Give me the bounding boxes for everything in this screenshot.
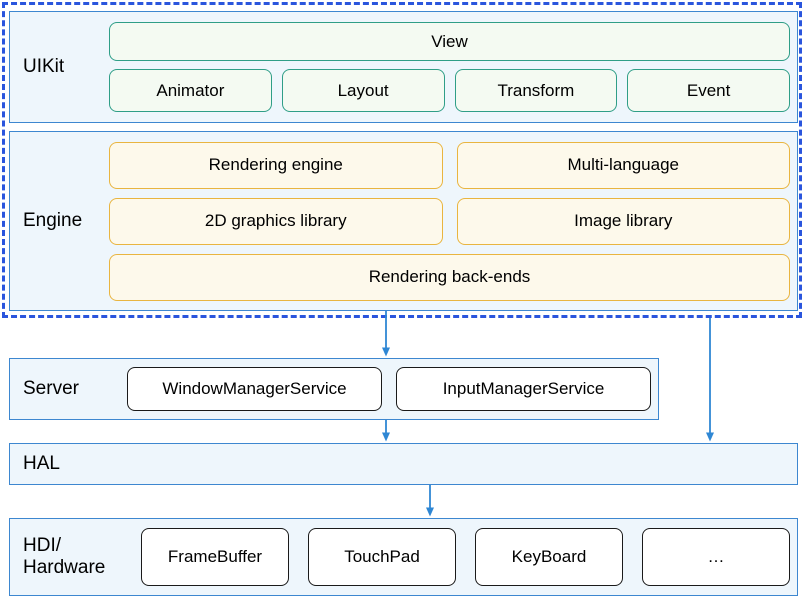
layer-engine-node-row-1: Rendering engine Multi-language — [109, 141, 790, 189]
node-multi-language[interactable]: Multi-language — [456, 141, 790, 189]
layer-server-node-row: WindowManagerService InputManagerService — [127, 367, 651, 411]
node-2d-graphics-library[interactable]: 2D graphics library — [109, 197, 443, 245]
node-windowmanagerservice[interactable]: WindowManagerService — [127, 367, 382, 411]
node-framebuffer[interactable]: FrameBuffer — [141, 528, 289, 586]
node-event[interactable]: Event — [627, 69, 790, 112]
node-rendering-engine[interactable]: Rendering engine — [109, 141, 443, 189]
node-view[interactable]: View — [109, 22, 790, 61]
framework-group-dashed-border — [2, 2, 802, 318]
layer-hdi-body: FrameBuffer TouchPad KeyBoard … — [141, 519, 790, 595]
layer-hdi: HDI/ Hardware FrameBuffer TouchPad KeyBo… — [9, 518, 798, 596]
layer-uikit-node-row: Animator Layout Transform Event — [109, 69, 790, 112]
layer-server: Server WindowManagerService InputManager… — [9, 358, 659, 420]
node-layout[interactable]: Layout — [281, 69, 445, 112]
layer-hal: HAL — [9, 443, 798, 485]
node-transform[interactable]: Transform — [454, 69, 618, 112]
layer-uikit-label: UIKit — [23, 56, 65, 78]
layer-engine-body: Rendering engine Multi-language 2D graph… — [109, 132, 790, 310]
layer-uikit-body: View Animator Layout Transform Event — [109, 12, 790, 122]
node-keyboard[interactable]: KeyBoard — [475, 528, 623, 586]
layer-hal-label: HAL — [23, 453, 60, 475]
layer-hdi-label: HDI/ Hardware — [23, 535, 106, 578]
node-inputmanagerservice[interactable]: InputManagerService — [396, 367, 651, 411]
node-rendering-back-ends[interactable]: Rendering back-ends — [109, 253, 790, 301]
node-ellipsis[interactable]: … — [642, 528, 790, 586]
layer-engine: Engine Rendering engine Multi-language 2… — [9, 131, 798, 311]
node-touchpad[interactable]: TouchPad — [308, 528, 456, 586]
layer-uikit: UIKit View Animator Layout Transform Eve… — [9, 11, 798, 123]
node-animator[interactable]: Animator — [109, 69, 272, 112]
layer-server-body: WindowManagerService InputManagerService — [127, 359, 651, 419]
layer-engine-node-row-2: 2D graphics library Image library — [109, 197, 790, 245]
layer-engine-label: Engine — [23, 210, 83, 232]
layer-hdi-node-row: FrameBuffer TouchPad KeyBoard … — [141, 528, 790, 586]
layer-server-label: Server — [23, 378, 79, 400]
node-image-library[interactable]: Image library — [456, 197, 790, 245]
